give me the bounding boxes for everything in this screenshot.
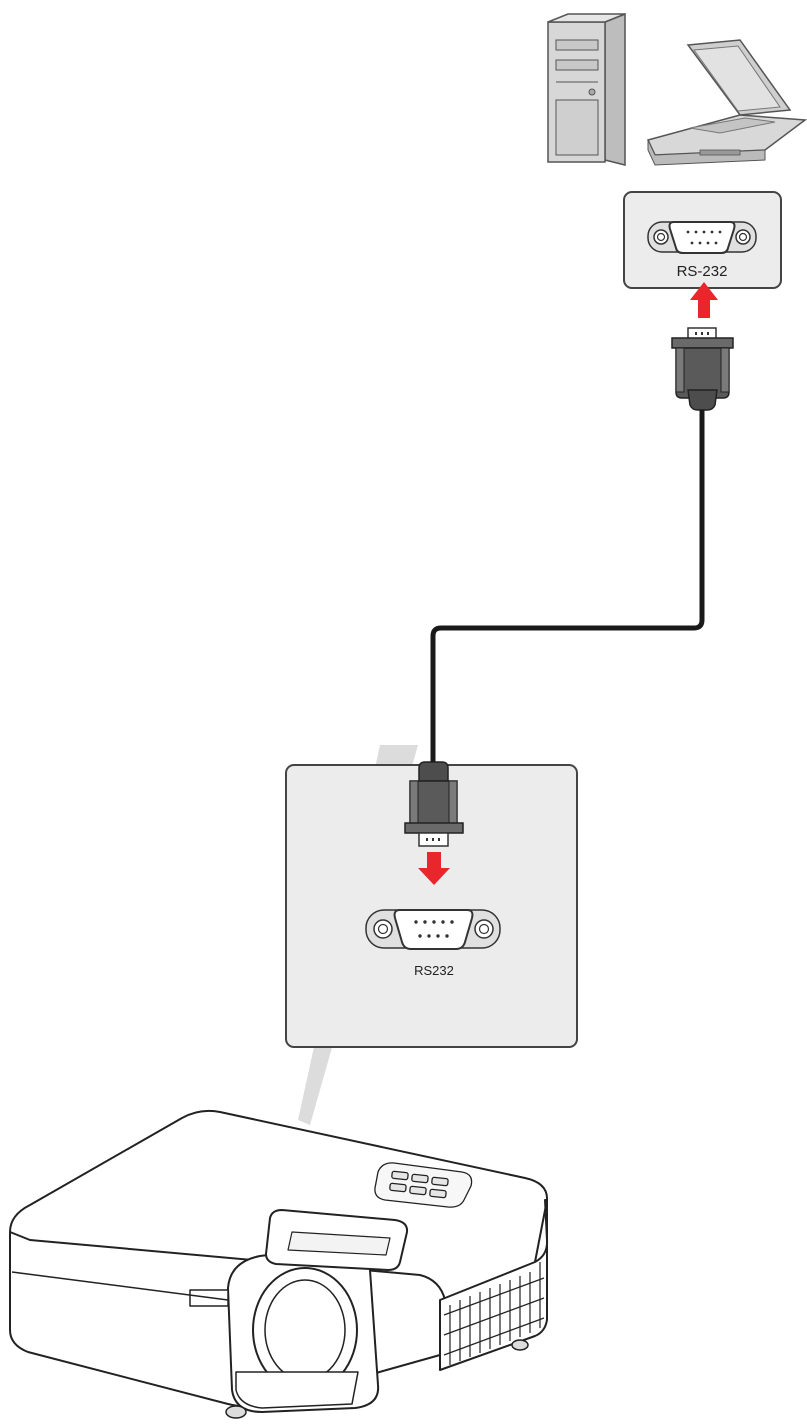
control-keypad-icon [374,1162,473,1208]
insert-arrow-down-icon [418,852,450,885]
projector-port-label: RS232 [414,963,454,978]
rs232-cable [430,410,705,770]
projector-icon [9,1109,549,1419]
computer-icon [547,12,807,166]
db9-female-port-icon [647,221,757,254]
db9-female-port-icon [365,909,501,950]
computer-port-panel: RS-232 [623,191,782,289]
db9-male-connector-icon [404,761,464,847]
db9-male-connector-icon [671,327,734,411]
vent-grille-icon [443,1262,545,1365]
insert-arrow-up-icon [690,282,718,318]
computer-port-label: RS-232 [677,263,728,280]
projector-port-panel: RS232 [285,761,578,1048]
